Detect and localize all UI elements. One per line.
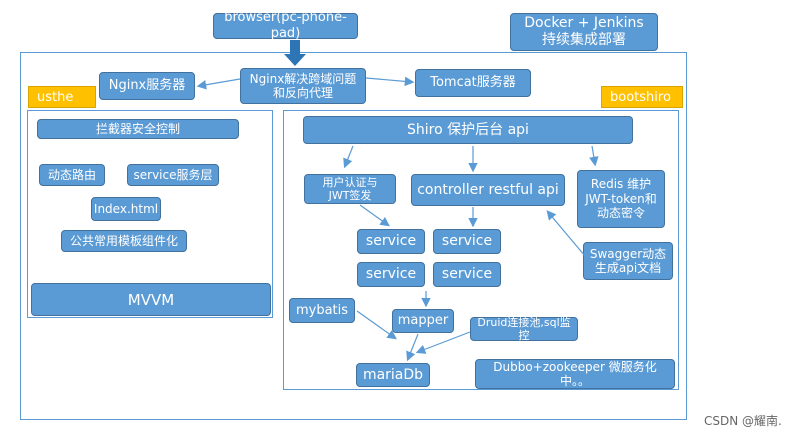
redis-node: Redis 维护 JWT-token和 动态密令 [577, 170, 665, 228]
browser-node: browser(pc-phone-pad) [213, 10, 358, 41]
common-template-node: 公共常用模板组件化 [61, 230, 187, 252]
tomcat-server-node: Tomcat服务器 [415, 69, 531, 97]
shiro-node: Shiro 保护后台 api [303, 116, 633, 144]
controller-node: controller restful api [411, 174, 565, 206]
mvvm-node: MVVM [31, 283, 271, 316]
arrow-shiro-to-userauth [343, 145, 354, 169]
service-layer-node: service服务层 [127, 164, 219, 186]
mariadb-node: mariaDb [356, 363, 430, 387]
arrow-mapper-to-mariadb [406, 333, 419, 362]
arrow-userauth-to-service [359, 204, 390, 227]
arrow-proxy-to-nginx [196, 78, 241, 90]
browser-down-arrow [284, 40, 306, 66]
user-auth-node: 用户认证与 JWT签发 [304, 174, 396, 204]
usthe-tag: usthe [28, 86, 96, 108]
arrow-mybatis-to-mariadb [356, 310, 397, 340]
mybatis-node: mybatis [289, 298, 355, 323]
service-node-2: service [433, 229, 501, 254]
mapper-node: mapper [392, 309, 454, 333]
index-html-node: Index.html [91, 197, 161, 221]
docker-jenkins-node: Docker + Jenkins 持续集成部署 [510, 13, 658, 51]
bootshiro-frame [283, 110, 679, 390]
usthe-frame [27, 110, 273, 318]
druid-node: Druid连接池,sql监控 [470, 316, 578, 342]
bootshiro-tag: bootshiro [601, 86, 683, 108]
swagger-node: Swagger动态 生成api文档 [583, 242, 673, 280]
arrow-swagger-to-controller [546, 210, 586, 257]
arrow-druid-to-mariadb [415, 331, 471, 354]
outer-frame [20, 52, 687, 420]
arrow-shiro-to-redis [589, 145, 599, 167]
dubbo-node: Dubbo+zookeeper 微服务化中。。 [475, 359, 675, 389]
nginx-server-node: Nginx服务器 [99, 72, 195, 100]
watermark: CSDN @耀南. [704, 414, 782, 428]
nginx-proxy-node: Nginx解决跨域问题 和反向代理 [240, 68, 366, 104]
interceptor-node: 拦截器安全控制 [37, 119, 239, 139]
service-node-4: service [433, 262, 501, 287]
service-node-1: service [357, 229, 425, 254]
arrow-proxy-to-tomcat [365, 76, 415, 87]
service-node-3: service [357, 262, 425, 287]
dynamic-route-node: 动态路由 [39, 164, 105, 186]
